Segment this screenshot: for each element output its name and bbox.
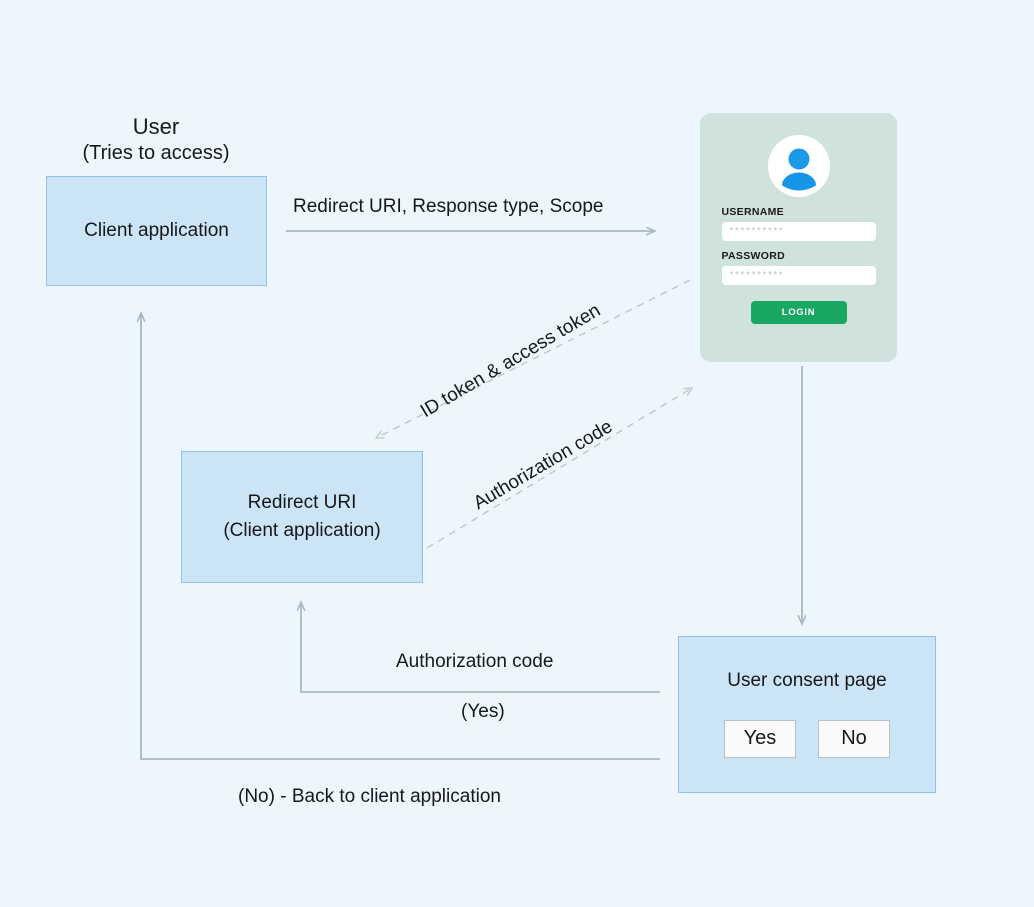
consent-buttons: Yes No — [724, 719, 890, 758]
redirect-uri-label-line1: Redirect URI — [247, 492, 357, 514]
password-field-group: PASSWORD ********** — [721, 250, 876, 285]
consent-page-title: User consent page — [727, 670, 887, 691]
user-caption-title: User — [132, 114, 180, 139]
edge-label-id-token: ID token & access token — [417, 300, 605, 423]
edge-authorization-code-return-arrow — [301, 602, 660, 693]
consent-no-button[interactable]: No — [818, 719, 890, 758]
password-label: PASSWORD — [721, 250, 785, 262]
edge-label-request: Redirect URI, Response type, Scope — [293, 196, 604, 217]
user-caption-subtitle: (Tries to access) — [82, 142, 230, 165]
username-label: USERNAME — [721, 206, 784, 218]
node-redirect-uri[interactable]: Redirect URI (Client application) — [181, 451, 423, 583]
edge-label-authorization-code-diagonal: Authorization code — [470, 416, 617, 515]
username-input[interactable]: ********** — [721, 222, 876, 241]
edge-label-authorization-code-return: Authorization code — [396, 651, 554, 672]
client-application-label: Client application — [84, 220, 229, 242]
node-user-consent-page[interactable]: User consent page Yes No — [678, 636, 936, 793]
edge-label-yes: (Yes) — [461, 701, 505, 722]
login-button[interactable]: LOGIN — [750, 301, 847, 324]
login-panel: USERNAME ********** PASSWORD ********** … — [700, 113, 897, 362]
node-client-application[interactable]: Client application — [46, 176, 267, 286]
password-input[interactable]: ********** — [721, 266, 876, 285]
redirect-uri-label-line2: (Client application) — [223, 520, 381, 541]
consent-yes-button[interactable]: Yes — [724, 719, 796, 758]
user-avatar-icon — [767, 135, 830, 197]
user-caption: User (Tries to access) — [36, 113, 276, 167]
edge-label-back-to-client: (No) - Back to client application — [238, 786, 501, 807]
username-field-group: USERNAME ********** — [721, 206, 876, 241]
